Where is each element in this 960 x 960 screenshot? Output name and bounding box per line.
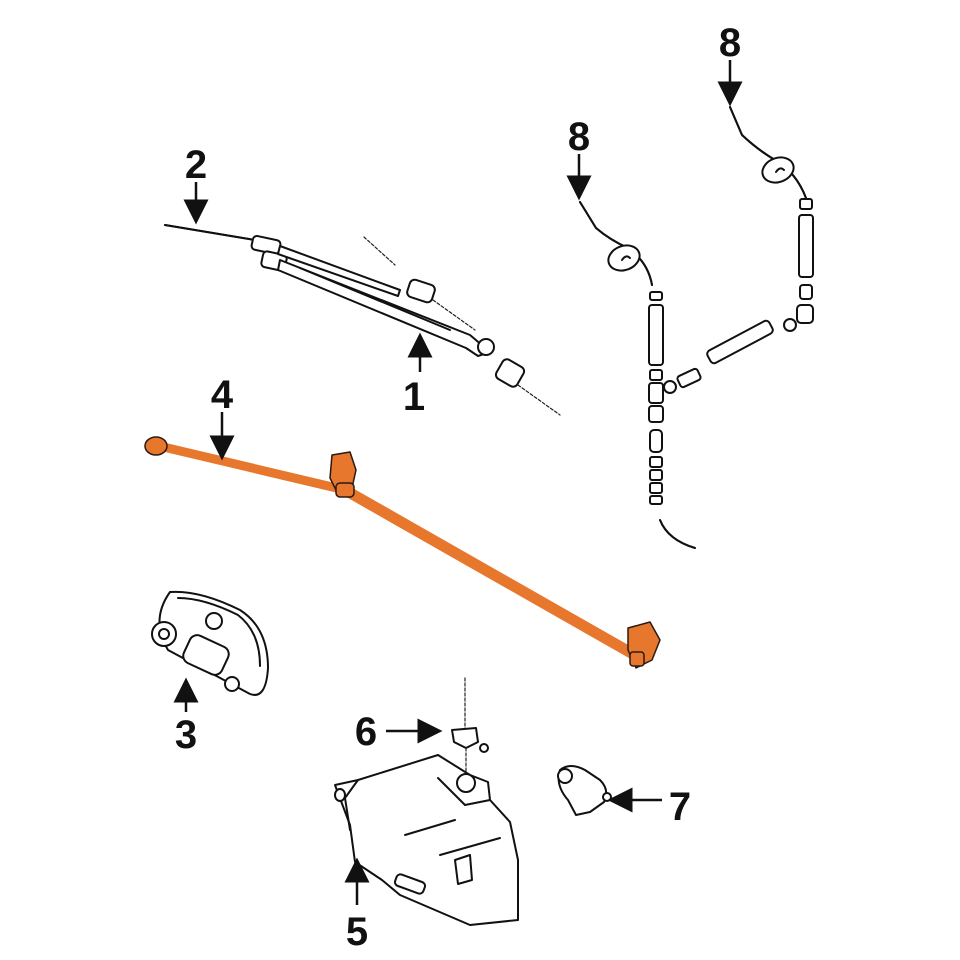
svg-text:5: 5 (346, 910, 368, 954)
callout-3[interactable]: 3 (173, 677, 199, 757)
callout-7[interactable]: 7 (607, 785, 691, 829)
callout-6[interactable]: 6 (355, 710, 443, 754)
wiper-linkage-part[interactable] (144, 436, 661, 669)
svg-text:7: 7 (669, 785, 691, 829)
wiper-motor-part[interactable] (151, 590, 269, 696)
svg-text:8: 8 (719, 21, 741, 65)
svg-text:8: 8 (568, 115, 590, 159)
callout-5[interactable]: 5 (344, 857, 370, 954)
svg-text:1: 1 (403, 375, 425, 419)
reservoir-cap-part[interactable] (451, 677, 489, 773)
washer-nozzle-left-part[interactable] (579, 201, 653, 286)
callout-4[interactable]: 4 (209, 373, 235, 461)
svg-text:3: 3 (175, 713, 197, 757)
wiper-blade-part[interactable] (164, 224, 288, 272)
svg-text:2: 2 (185, 143, 207, 187)
washer-pump-part[interactable] (557, 765, 612, 816)
wiper-arm-part[interactable] (277, 236, 561, 416)
callout-8-right[interactable]: 8 (717, 21, 743, 107)
washer-reservoir-part[interactable] (334, 754, 519, 926)
svg-text:6: 6 (355, 710, 377, 754)
callout-8-left[interactable]: 8 (566, 115, 592, 201)
callout-1[interactable]: 1 (403, 332, 433, 419)
callout-2[interactable]: 2 (183, 143, 209, 225)
svg-text:4: 4 (211, 373, 234, 417)
washer-hose-assembly[interactable] (648, 198, 814, 549)
washer-nozzle-right-part[interactable] (729, 106, 807, 199)
